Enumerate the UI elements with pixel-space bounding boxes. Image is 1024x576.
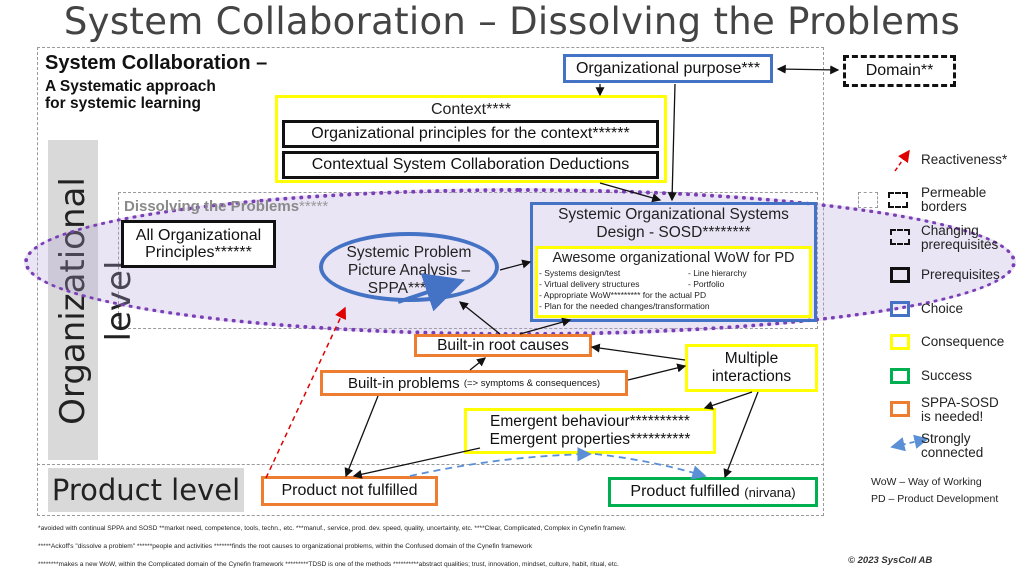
problems-notfulfilled-arrow bbox=[344, 395, 379, 478]
root-sppa-arrow bbox=[458, 301, 501, 335]
reactiveness-legend-icon bbox=[894, 149, 910, 172]
footnote-line-2: *****Ackoff's "dissolve a problem" *****… bbox=[38, 543, 533, 550]
legend-success: Success bbox=[921, 368, 973, 383]
deductions-box: Contextual System Collaboration Deductio… bbox=[282, 151, 659, 179]
purpose-sosd-arrow bbox=[667, 83, 677, 202]
context-sosd-arrow bbox=[599, 182, 662, 203]
wow-item: - Appropriate WoW********* for the actua… bbox=[539, 290, 707, 300]
sppa-sosd-arrow bbox=[499, 259, 532, 271]
copyright-notice: © 2023 SysColl AB bbox=[848, 555, 933, 566]
legend-success-icon bbox=[890, 368, 910, 384]
diagram-heading: System Collaboration – bbox=[45, 52, 268, 74]
organizational-purpose-box: Organizational purpose*** bbox=[563, 54, 773, 83]
legend-changing-icon bbox=[890, 229, 910, 245]
legend-permeable-grey-icon bbox=[858, 192, 878, 208]
principles-for-context-box: Organizational principles for the contex… bbox=[282, 120, 659, 148]
legend-prerequisites: Prerequisites bbox=[921, 267, 1000, 282]
emergent-box: Emergent behaviour**********Emergent pro… bbox=[464, 408, 716, 454]
problems-root-arrow bbox=[469, 357, 487, 371]
wow-item: - Virtual delivery structures bbox=[539, 279, 640, 289]
product-level-divider bbox=[37, 464, 824, 465]
multi-root-arrow bbox=[590, 343, 686, 361]
diagram-subheading: A Systematic approach for systemic learn… bbox=[45, 78, 216, 112]
sppa-loop-arrow bbox=[397, 273, 465, 312]
footnote-line-1: *avoided with continual SPPA and SOSD **… bbox=[38, 525, 627, 532]
legend-permeable-black-icon bbox=[888, 192, 908, 208]
problems-multi-arrow bbox=[627, 363, 687, 381]
built-in-problems-box: Built-in problems (=> symptoms & consequ… bbox=[320, 370, 628, 396]
domain-box: Domain** bbox=[843, 55, 956, 87]
product-level-label: Product level bbox=[51, 473, 241, 507]
wow-item: - Line hierarchy bbox=[688, 268, 747, 278]
awesome-wow-title: Awesome organizational WoW for PD bbox=[552, 250, 795, 266]
wow-item: - Systems design/test bbox=[539, 268, 621, 278]
legend-consequence-icon bbox=[890, 334, 910, 350]
product-level-band bbox=[48, 468, 244, 512]
wow-item: - Plan for the needed changes/transforma… bbox=[539, 301, 710, 311]
multi-fulfilled-arrow bbox=[723, 391, 759, 479]
reactiveness-arrow bbox=[265, 306, 347, 479]
multi-emergent-arrow bbox=[703, 391, 753, 410]
awesome-wow-box bbox=[535, 246, 812, 318]
legend-pd-definition: PD – Product Development bbox=[871, 493, 999, 505]
sosd-box bbox=[530, 202, 817, 322]
organizational-level-band bbox=[48, 140, 98, 460]
legend-reactiveness: Reactiveness* bbox=[921, 152, 1008, 167]
dissolving-label: Dissolving the Problems***** bbox=[124, 198, 329, 215]
product-fulfilled-box: Product fulfilled (nirvana) bbox=[608, 477, 818, 507]
legend-consequence: Consequence bbox=[921, 334, 1005, 349]
footnote-line-3: ********makes a new WoW, within the Comp… bbox=[38, 561, 619, 568]
context-label: Context**** bbox=[430, 101, 512, 118]
product-not-fulfilled-box: Product not fulfilled bbox=[261, 476, 438, 506]
strongly-connected-arrow bbox=[409, 447, 592, 477]
slide-title: System Collaboration – Dissolving the Pr… bbox=[63, 0, 961, 43]
legend-wow-definition: WoW – Way of Working bbox=[871, 476, 982, 488]
legend-choice: Choice bbox=[921, 301, 964, 316]
wow-item: - Portfolio bbox=[688, 279, 725, 289]
strongly-connected-arrow bbox=[594, 453, 707, 480]
legend-choice-icon bbox=[890, 301, 910, 317]
legend-prerequisites-icon bbox=[890, 267, 910, 283]
emergent-notfulfilled-arrow bbox=[352, 447, 481, 479]
legend-sppa-sosd-icon bbox=[890, 401, 910, 417]
purpose-domain-arrow bbox=[776, 64, 840, 75]
root-wow-arrow bbox=[519, 317, 572, 335]
strongly-connected-legend-icon bbox=[890, 434, 929, 452]
root-causes-box: Built-in root causes bbox=[414, 334, 592, 357]
